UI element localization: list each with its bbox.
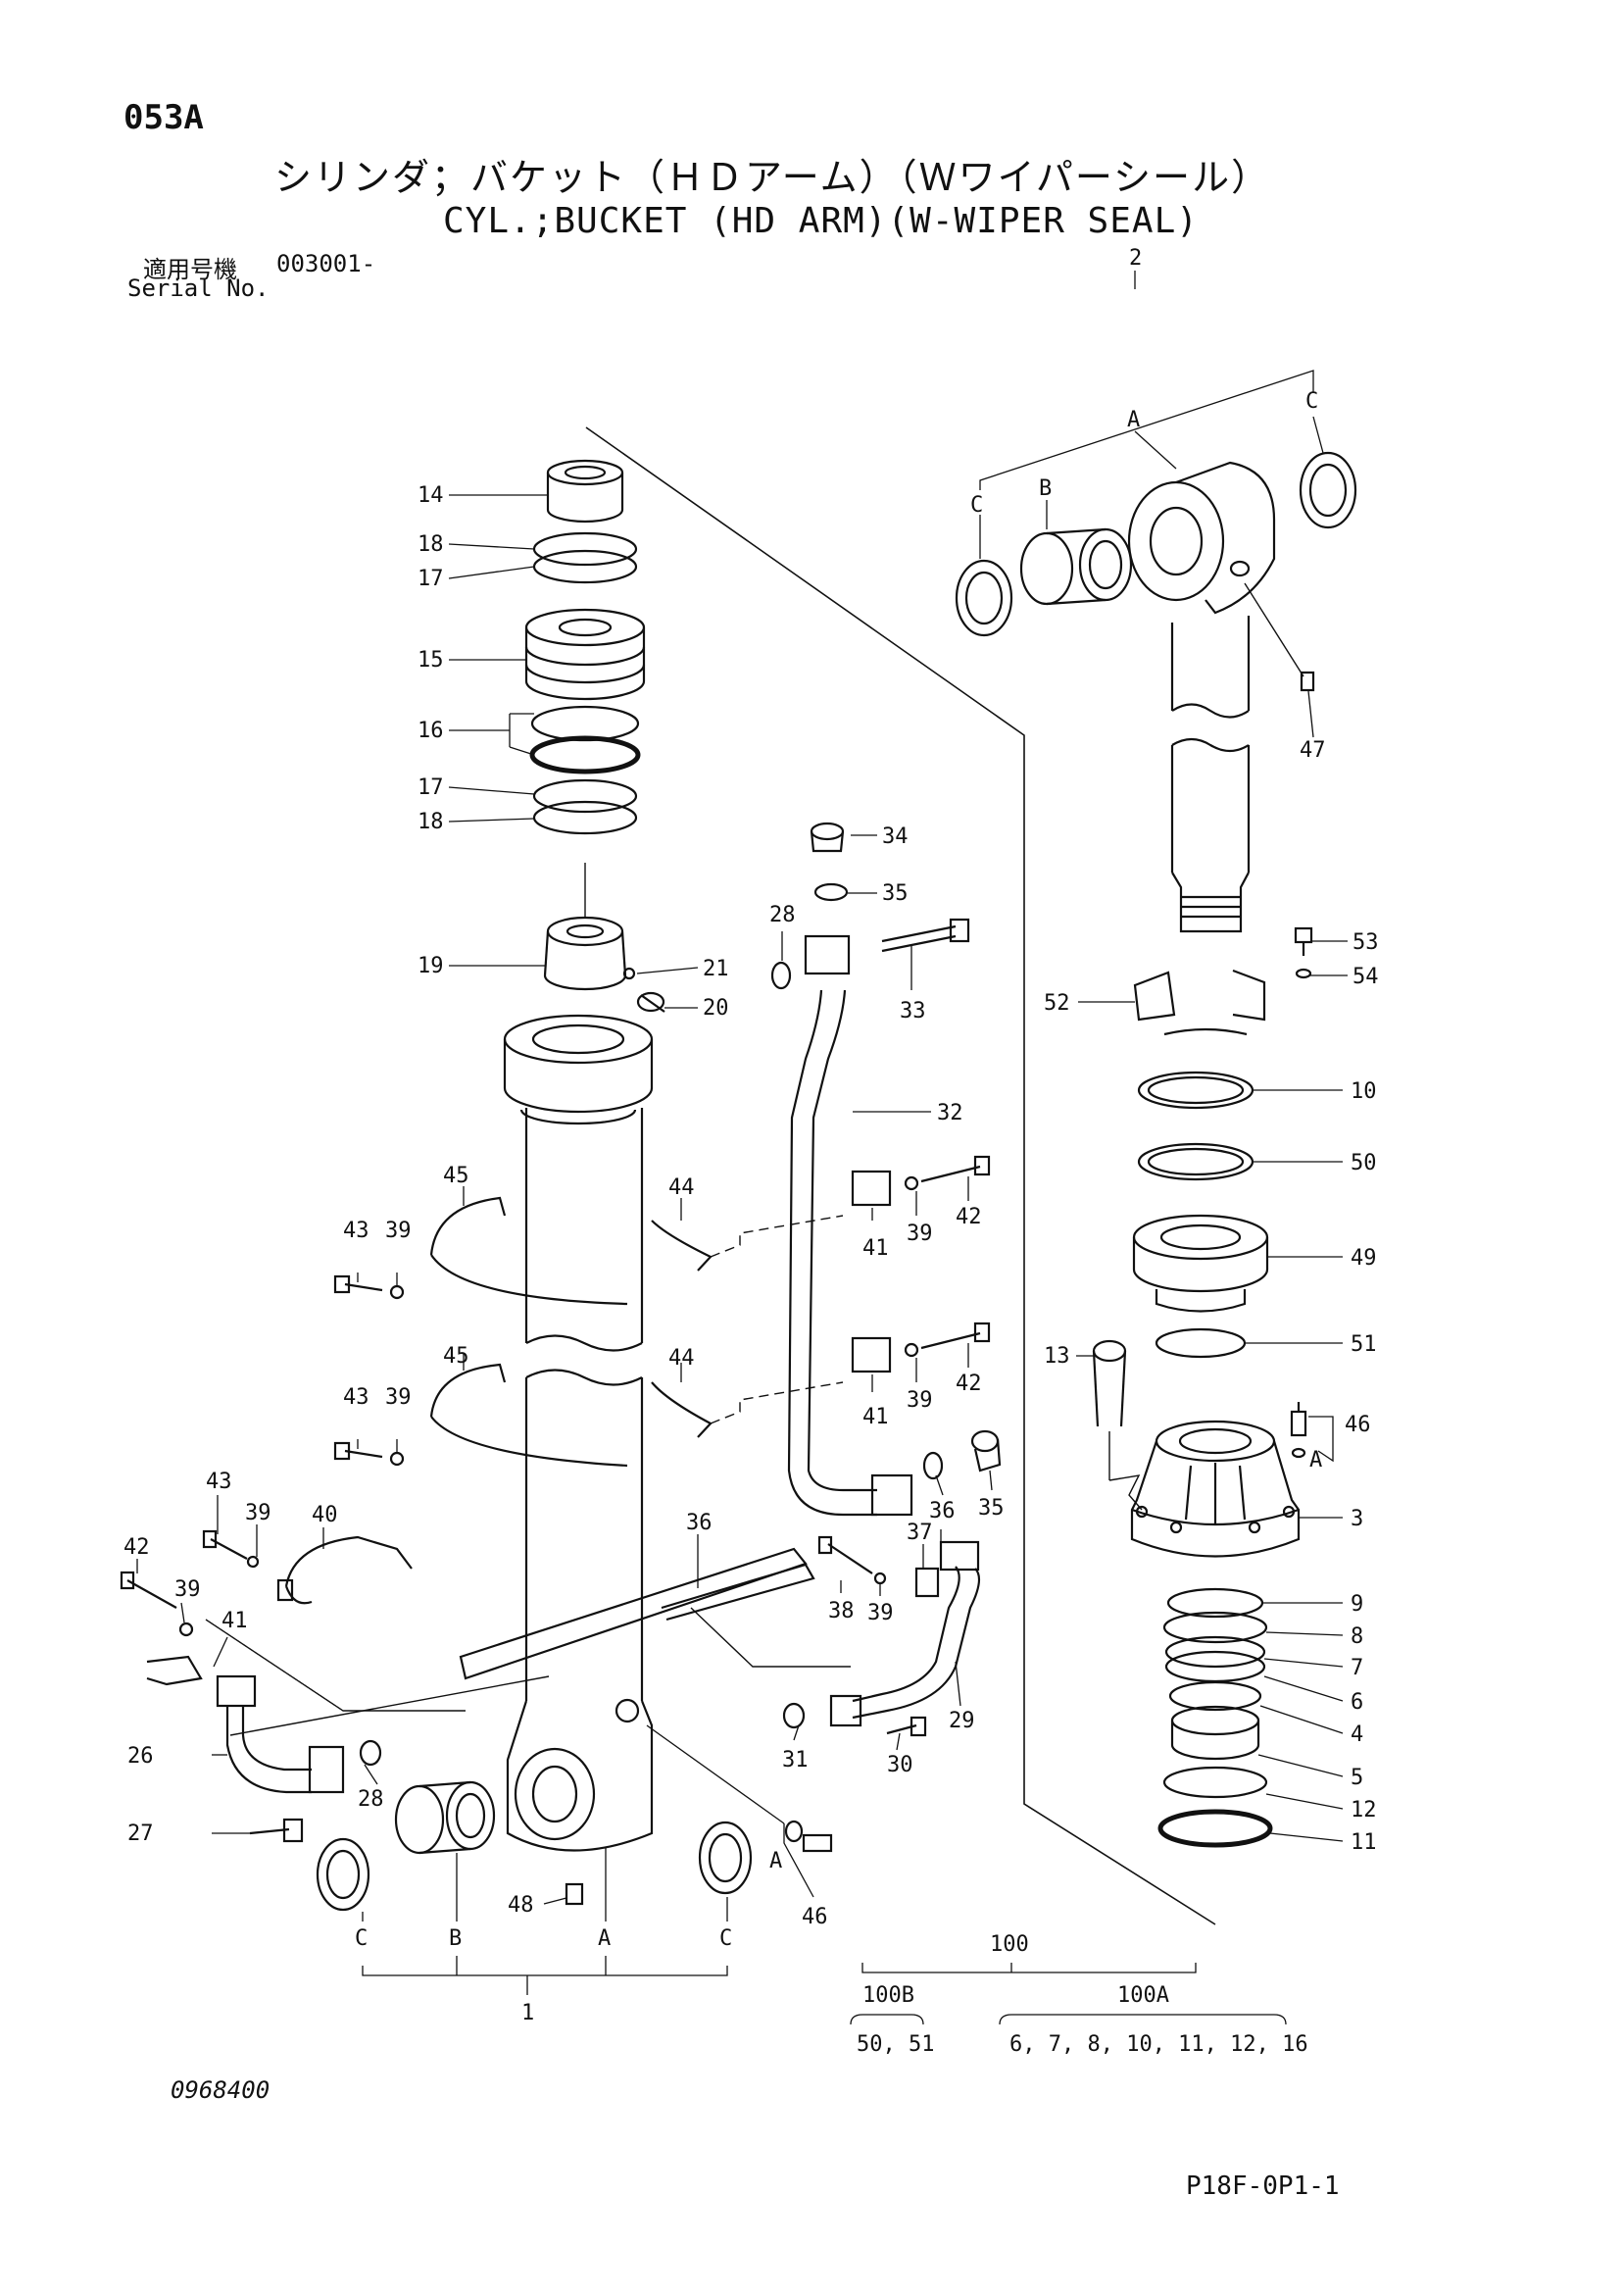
callout-label: 18	[418, 810, 444, 834]
callout-label: 48	[508, 1893, 534, 1918]
callout-label: 11	[1351, 1830, 1377, 1855]
kit-b-label: 100B	[862, 1983, 914, 2008]
callout-label: C	[719, 1926, 732, 1951]
callout-label: A	[1127, 408, 1140, 432]
callout-label: 39	[174, 1577, 201, 1602]
callout-label: 26	[127, 1744, 154, 1769]
callout-label: 29	[949, 1709, 975, 1733]
callout-label: 44	[668, 1175, 695, 1200]
callout-label: 21	[703, 957, 729, 981]
callout-label: 53	[1352, 930, 1379, 955]
callout-label: 42	[956, 1205, 982, 1229]
serial-label-en: Serial No.	[127, 275, 270, 302]
callout-label: 52	[1044, 991, 1070, 1016]
callout-label: A	[769, 1849, 782, 1873]
kit-parent-label: 100	[990, 1932, 1029, 1957]
callout-label: 33	[900, 999, 926, 1023]
callout-label: B	[1039, 476, 1052, 501]
callout-label: 9	[1351, 1592, 1363, 1617]
callout-label: 35	[978, 1496, 1005, 1521]
callout-label: 41	[862, 1236, 889, 1261]
callout-label: 7	[1351, 1656, 1363, 1680]
callout-label: 50	[1351, 1151, 1377, 1175]
callout-label: 46	[1345, 1413, 1371, 1437]
page-reference: P18F-0P1-1	[1186, 2171, 1340, 2201]
callout-label: 40	[312, 1503, 338, 1527]
callout-label: 10	[1351, 1079, 1377, 1104]
callout-label: 12	[1351, 1798, 1377, 1822]
callout-label: 2	[1129, 246, 1142, 271]
callout-label: 19	[418, 954, 444, 978]
callout-label: 17	[418, 775, 444, 800]
kit-a-contents: 6, 7, 8, 10, 11, 12, 16	[1009, 2032, 1308, 2057]
callout-label: A	[598, 1926, 611, 1951]
callout-label: 39	[385, 1219, 412, 1243]
callout-label: 44	[668, 1346, 695, 1371]
callout-label: 42	[956, 1372, 982, 1396]
callout-label: 35	[882, 881, 909, 906]
drawing-number: 0968400	[171, 2076, 270, 2104]
title-english: CYL.;BUCKET (HD ARM)(W-WIPER SEAL)	[443, 201, 1199, 241]
callout-label: 16	[418, 719, 444, 743]
callout-label: 34	[882, 824, 909, 849]
callout-label: 1	[521, 2001, 534, 2025]
callout-label: 15	[418, 648, 444, 673]
callout-label: 43	[343, 1219, 369, 1243]
callout-label: 28	[358, 1787, 384, 1812]
callout-label: 14	[418, 483, 444, 508]
callout-label: B	[449, 1926, 462, 1951]
callout-label: 6	[1351, 1690, 1363, 1715]
callout-label: 54	[1352, 965, 1379, 989]
callout-label: 36	[929, 1499, 956, 1523]
kit-a-label: 100A	[1117, 1983, 1169, 2008]
callout-label: 51	[1351, 1332, 1377, 1357]
callout-label: 39	[867, 1601, 894, 1625]
title-japanese: シリンダ；バケット（ＨＤアーム）（Ｗワイパーシール）	[274, 156, 1271, 199]
callout-label: 42	[123, 1535, 150, 1560]
callout-label: 13	[1044, 1344, 1070, 1369]
callout-label: C	[970, 493, 983, 518]
callout-label: 41	[862, 1405, 889, 1429]
callout-label: 5	[1351, 1766, 1363, 1790]
callout-label: 18	[418, 532, 444, 557]
callout-label: 36	[686, 1511, 713, 1535]
callout-label: A	[1309, 1448, 1322, 1472]
callout-label: 43	[206, 1470, 232, 1494]
callout-label: C	[355, 1926, 368, 1951]
callout-label: 45	[443, 1344, 469, 1369]
callout-label: 30	[887, 1753, 913, 1777]
callout-label: 32	[937, 1101, 963, 1125]
callout-label: 46	[802, 1905, 828, 1929]
callout-label: 17	[418, 567, 444, 591]
page-code: 053A	[123, 98, 204, 137]
callout-label: 47	[1300, 738, 1326, 763]
kit-b-contents: 50, 51	[857, 2032, 934, 2057]
callout-label: 39	[385, 1385, 412, 1410]
callout-label: C	[1305, 389, 1318, 414]
callout-label: 31	[782, 1748, 809, 1772]
callout-label: 39	[907, 1222, 933, 1246]
callout-label: 28	[769, 903, 796, 927]
callout-label: 4	[1351, 1722, 1363, 1747]
serial-value: 003001-	[276, 250, 376, 277]
callout-label: 41	[221, 1609, 248, 1633]
callout-label: 45	[443, 1164, 469, 1188]
callout-label: 43	[343, 1385, 369, 1410]
callout-label: 49	[1351, 1246, 1377, 1271]
callout-label: 20	[703, 996, 729, 1021]
callout-label: 8	[1351, 1624, 1363, 1649]
callout-label: 39	[907, 1388, 933, 1413]
serial-label-jp: 適用号機	[143, 256, 237, 283]
callout-label: 3	[1351, 1507, 1363, 1531]
callout-label: 39	[245, 1501, 271, 1525]
callout-label: 27	[127, 1822, 154, 1846]
callout-label: 38	[828, 1599, 855, 1623]
callout-label: 37	[907, 1521, 933, 1545]
